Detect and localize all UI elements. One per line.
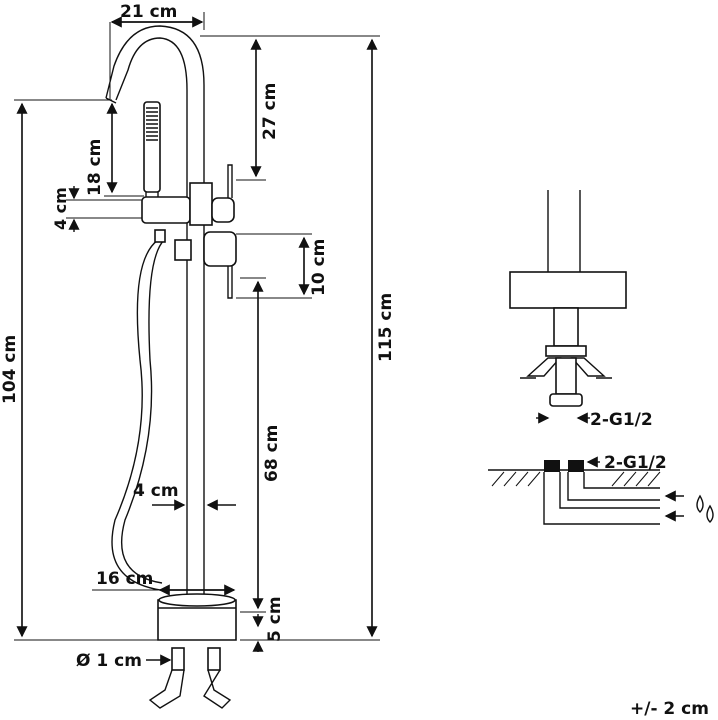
dim-outlet-height: 104 cm [0,335,20,404]
dim-lower-height: 68 cm [262,425,282,482]
connection-detail [488,190,661,525]
dim-total-height: 115 cm [376,293,396,362]
faucet-body [105,25,237,709]
water-drop-icon [696,494,714,523]
thread-label-bottom: 2-G1/2 [604,453,667,473]
dim-inlet-diameter: Ø 1 cm [76,651,142,671]
dim-base-width: 16 cm [96,569,153,589]
dim-pipe-diameter: 4 cm [133,481,179,501]
thread-label-top: 2-G1/2 [590,410,653,430]
dim-lever-spacing: 10 cm [309,239,329,296]
dim-spout-height: 27 cm [260,83,280,140]
dim-handshower-gap: 4 cm [51,187,70,230]
dim-handshower-length: 18 cm [85,139,105,196]
tolerance-note: +/- 2 cm [630,699,709,719]
dim-spout-reach: 21 cm [120,2,177,22]
dim-base-height: 5 cm [265,596,285,642]
dimension-lines [14,12,380,666]
